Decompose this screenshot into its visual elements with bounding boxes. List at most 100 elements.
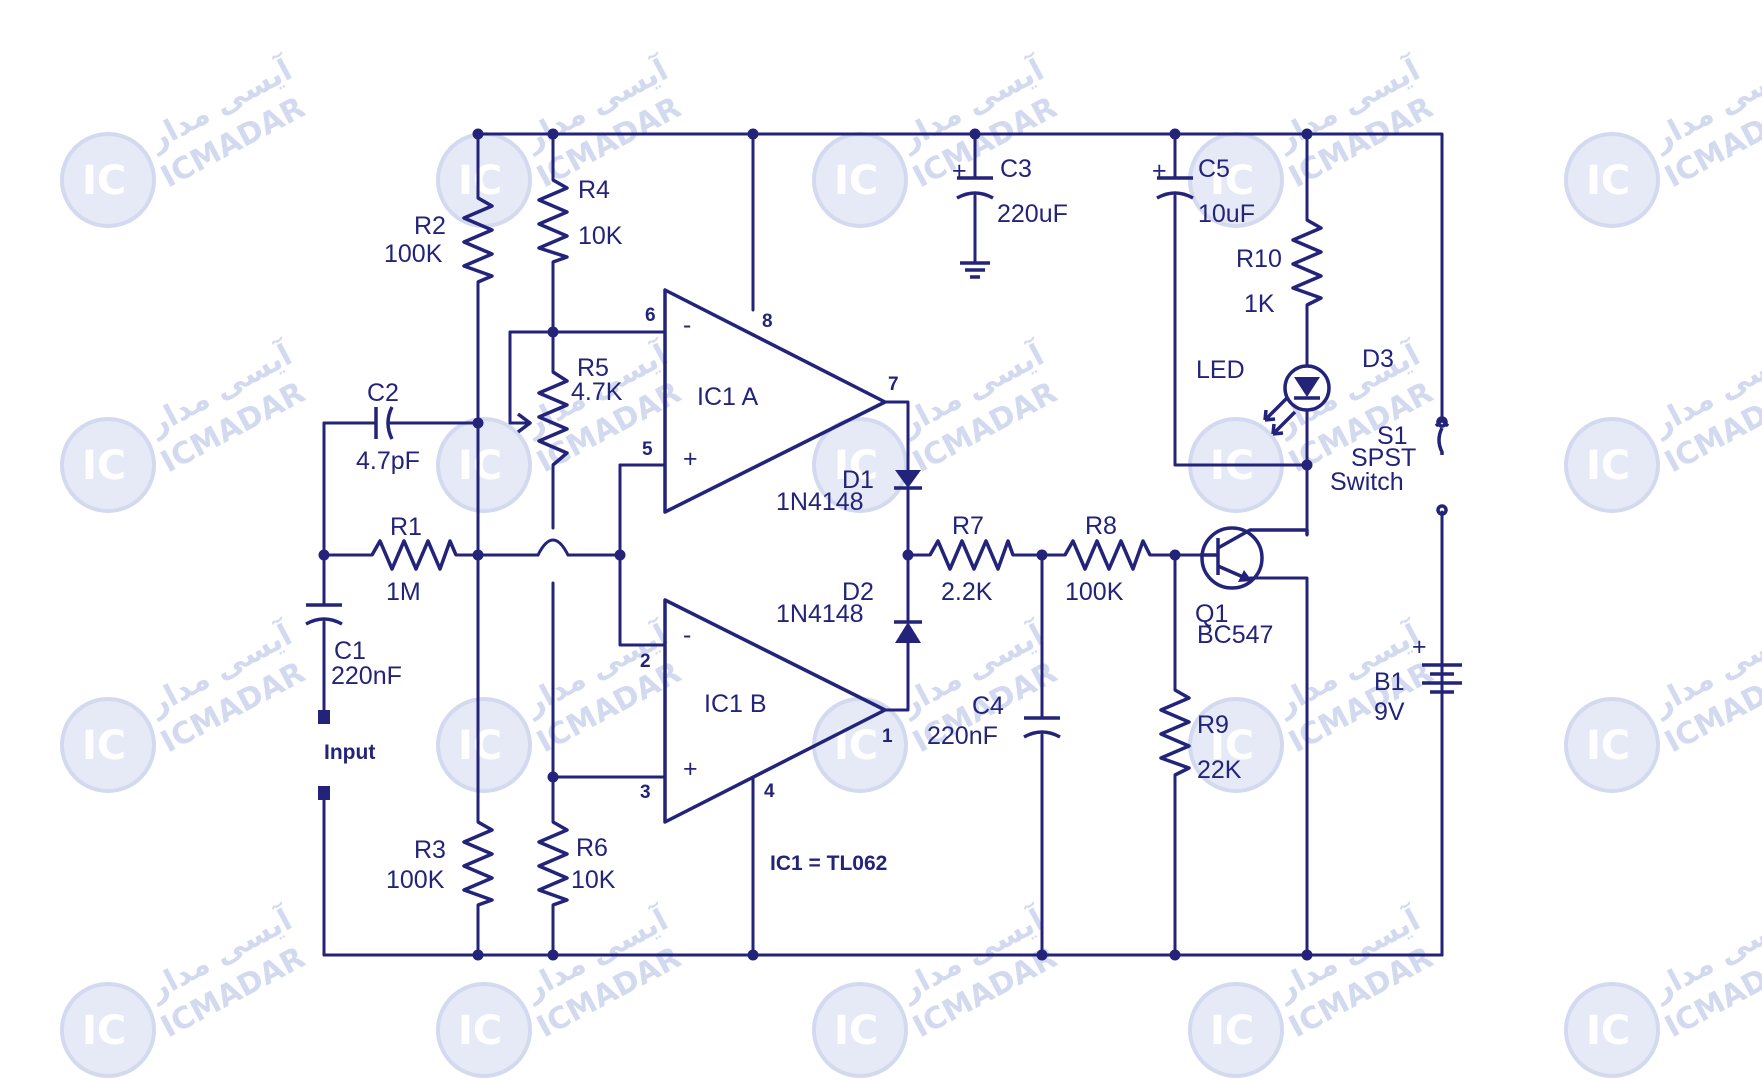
r3-ref: R3 (414, 836, 446, 864)
watermark-circle-icon (60, 417, 156, 513)
capacitor-c5: + (1152, 157, 1194, 200)
r2-ref: R2 (414, 212, 446, 240)
diode-d1 (894, 470, 922, 490)
watermark-ic-mark: IC (834, 1008, 878, 1054)
r7-ref: R7 (952, 512, 984, 540)
d3-ref: D3 (1362, 345, 1394, 373)
watermark-circle-icon (60, 697, 156, 793)
watermark-ic-mark: IC (1210, 158, 1254, 204)
r1-value: 1M (386, 578, 421, 606)
c5-plus-sign: + (1152, 157, 1167, 185)
watermark-circle-icon (1564, 417, 1660, 513)
watermark-ic-mark: IC (458, 723, 502, 769)
d2-ref: D2 (842, 578, 874, 606)
pin-3: 3 (640, 782, 651, 803)
watermark-ic-mark: IC (458, 443, 502, 489)
watermark-circle-icon (436, 417, 532, 513)
r6-ref: R6 (576, 834, 608, 862)
ic1b-minus: - (683, 621, 691, 649)
junction-dots (318, 128, 1313, 961)
c2-ref: C2 (367, 379, 399, 407)
watermark-circle-icon (1564, 982, 1660, 1078)
d1-value: 1N4148 (776, 488, 864, 516)
input-label: Input (324, 741, 375, 764)
watermark-ic-mark: IC (1586, 723, 1630, 769)
watermark-circle-icon (812, 417, 908, 513)
watermark-ic-mark: IC (82, 1008, 126, 1054)
resistor-r10 (1291, 218, 1323, 307)
resistor-r9 (1159, 688, 1191, 777)
resistor-r7 (928, 539, 1015, 571)
r8-value: 100K (1065, 578, 1124, 606)
switch-s1 (1434, 416, 1450, 516)
watermark-ic-mark: IC (82, 723, 126, 769)
watermark-ic-mark: IC (1210, 723, 1254, 769)
ic1a-plus: + (683, 445, 698, 473)
pin-2: 2 (640, 651, 651, 672)
q1-ref: Q1 (1195, 600, 1228, 628)
capacitor-c4 (1023, 716, 1061, 739)
r4-value: 10K (578, 222, 623, 250)
watermark-circle-icon (1564, 697, 1660, 793)
r5-ref: R5 (577, 354, 609, 382)
watermark-ic-mark: IC (1586, 158, 1630, 204)
r9-ref: R9 (1197, 711, 1229, 739)
s1-line1: SPST (1351, 444, 1416, 472)
c1-ref: C1 (334, 637, 366, 665)
input-terminals (318, 710, 330, 800)
r9-value: 22K (1197, 756, 1242, 784)
pin-5: 5 (642, 439, 653, 460)
pin-8: 8 (762, 311, 773, 332)
d3-value: LED (1196, 356, 1245, 384)
watermark-circle-icon (436, 697, 532, 793)
led-d3 (1263, 364, 1331, 436)
watermark-circle-icon (436, 982, 532, 1078)
c4-ref: C4 (972, 692, 1004, 720)
ic1a-minus: - (683, 311, 691, 339)
resistor-r6 (537, 820, 569, 907)
capacitor-c1 (305, 603, 343, 626)
d2-value: 1N4148 (776, 600, 864, 628)
watermark-circle-icon (812, 982, 908, 1078)
opamp-ic1b: - + (663, 598, 887, 824)
r8-ref: R8 (1085, 512, 1117, 540)
d1-ref: D1 (842, 466, 874, 494)
b1-ref: B1 (1374, 668, 1405, 696)
pin-7: 7 (888, 374, 899, 395)
r2-value: 100K (384, 240, 443, 268)
r10-ref: R10 (1236, 245, 1282, 273)
resistor-r5 (516, 370, 569, 467)
b1-plus-sign: + (1412, 633, 1427, 661)
capacitor-c3: + (952, 157, 994, 279)
transistor-q1 (1200, 526, 1309, 590)
watermark-ic-mark: IC (1210, 1008, 1254, 1054)
s1-ref: S1 (1377, 422, 1408, 450)
resistor-r4 (537, 178, 569, 264)
watermark-ic-mark: IC (458, 1008, 502, 1054)
c5-ref: C5 (1198, 155, 1230, 183)
watermark-ic-mark: IC (834, 158, 878, 204)
c3-plus-sign: + (952, 157, 967, 185)
watermark-ic-mark: IC (1586, 443, 1630, 489)
ic1a-label: IC1 A (697, 383, 758, 411)
r7-value: 2.2K (941, 578, 993, 606)
pin-4: 4 (764, 781, 775, 802)
ic-note: IC1 = TL062 (770, 852, 887, 875)
r3-value: 100K (386, 866, 445, 894)
b1-value: 9V (1374, 698, 1405, 726)
r1-ref: R1 (390, 513, 422, 541)
